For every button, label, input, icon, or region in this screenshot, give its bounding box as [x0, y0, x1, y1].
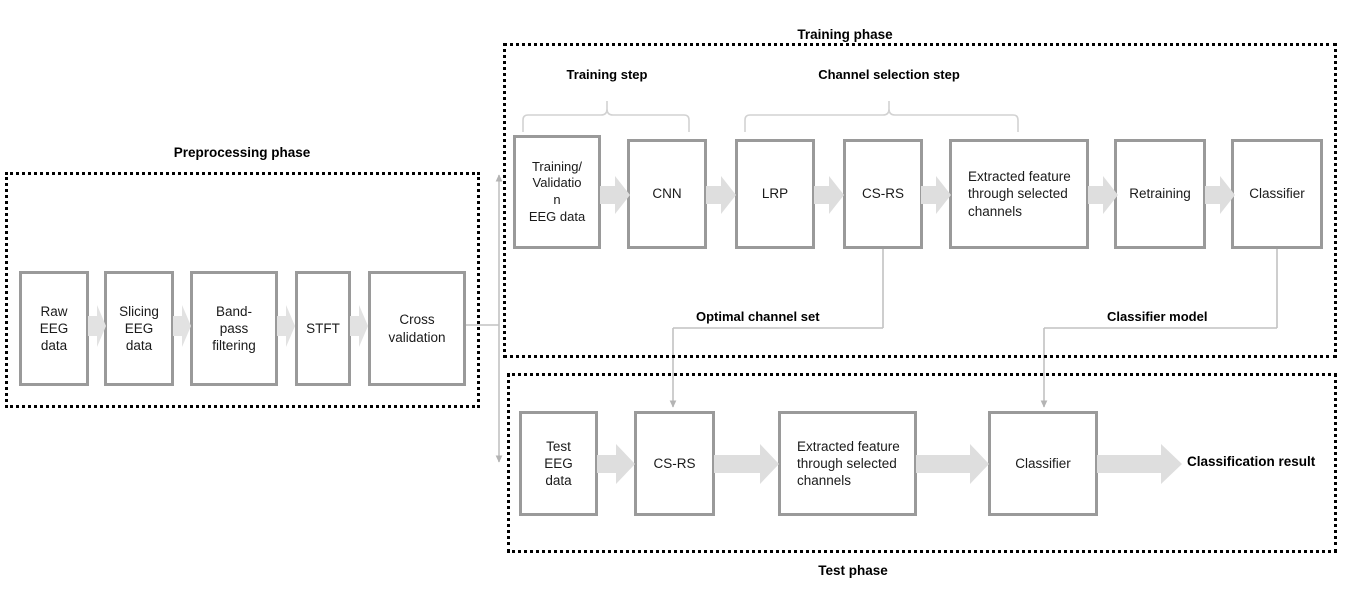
- label-classification-result: Classification result: [1187, 454, 1316, 469]
- box-label: Classifier: [1249, 186, 1305, 202]
- arrow-retraining-to-classifier: [1205, 176, 1235, 214]
- preprocessing-phase-caption: Preprocessing phase: [173, 145, 311, 160]
- arrow-raw-to-slicing: [88, 305, 106, 347]
- arrow-cnn-to-lrp: [706, 176, 736, 214]
- box-stft[interactable]: STFT: [295, 271, 351, 386]
- channel-selection-step-caption: Channel selection step: [818, 67, 960, 82]
- label-classifier-model: Classifier model: [1107, 309, 1208, 324]
- box-label: LRP: [761, 186, 789, 202]
- box-label: CS-RS: [653, 455, 696, 471]
- arrow-slicing-to-bandpass: [173, 305, 191, 347]
- arrow-classifier-to-result: [1097, 444, 1182, 484]
- box-label: STFT: [306, 320, 340, 336]
- box-label: Classifier: [1015, 455, 1071, 471]
- test-phase-caption: Test phase: [818, 563, 888, 578]
- box-classifier[interactable]: Classifier: [1231, 139, 1323, 249]
- test-phase-container: [507, 373, 1337, 553]
- arrow-extracted-feature-to-classifier-test: [916, 444, 989, 484]
- training-step-caption: Training step: [566, 67, 648, 82]
- box-retraining[interactable]: Retraining: [1114, 139, 1206, 249]
- arrow-extracted-feature-to-retraining: [1088, 176, 1118, 214]
- arrow-stft-to-crossvalidation: [350, 305, 368, 347]
- box-lrp[interactable]: LRP: [735, 139, 815, 249]
- box-test-classifier[interactable]: Classifier: [988, 411, 1098, 516]
- label-optimal-channel-set: Optimal channel set: [696, 309, 820, 324]
- training-phase-caption: Training phase: [797, 27, 893, 42]
- arrow-csrs-to-extracted-feature: [921, 176, 951, 214]
- arrow-trainingdata-to-cnn: [600, 176, 630, 214]
- box-test-cs-rs[interactable]: CS-RS: [634, 411, 715, 516]
- box-label: Retraining: [1129, 186, 1191, 202]
- box-cs-rs[interactable]: CS-RS: [843, 139, 923, 249]
- training-phase-container: [503, 43, 1337, 358]
- arrow-lrp-to-csrs: [814, 176, 844, 214]
- box-label: CNN: [652, 186, 682, 202]
- arrow-testdata-to-csrs: [597, 444, 635, 484]
- box-label: CS-RS: [861, 186, 904, 202]
- arrow-bandpass-to-stft: [277, 305, 295, 347]
- preprocessing-phase-container: [5, 172, 480, 408]
- box-cnn[interactable]: CNN: [627, 139, 707, 249]
- arrow-csrs-to-extracted-feature-test: [714, 444, 779, 484]
